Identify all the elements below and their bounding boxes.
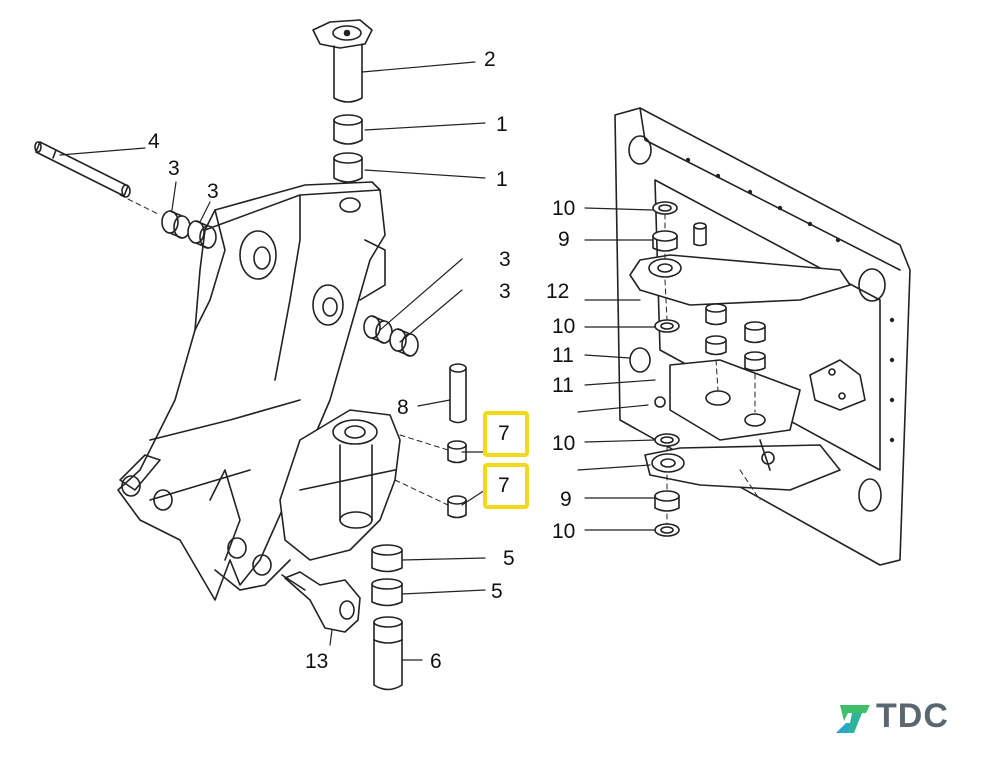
part-7-bushing-upper (447, 440, 467, 464)
bushing-right-b (705, 335, 727, 356)
callout-9-b: 9 (560, 488, 572, 511)
center-plate (654, 359, 801, 441)
part-3-bushing-a (161, 210, 191, 239)
callout-8: 8 (397, 396, 409, 419)
part-3-bushing-d (389, 328, 419, 357)
part-3-bushing-b (187, 220, 217, 249)
callout-1-upper: 1 (496, 113, 508, 136)
callout-12: 12 (546, 280, 570, 303)
part-1-bushing-lower (333, 152, 363, 183)
bushing-right-c (744, 321, 766, 344)
part-13-bracket (281, 571, 361, 633)
callout-10-c: 10 (552, 432, 576, 455)
callout-3-c: 3 (499, 248, 511, 271)
part-10-washer-d (654, 523, 680, 537)
part-4-pin (34, 141, 131, 198)
callout-10-b: 10 (552, 315, 576, 338)
callout-5-lower: 5 (491, 580, 503, 603)
callout-6: 6 (430, 650, 442, 673)
side-tab (809, 359, 866, 411)
callout-10-a: 10 (552, 197, 576, 220)
callout-7-upper: 7 (498, 422, 510, 445)
part-5-bushing-lower (371, 578, 403, 607)
callout-9-a: 9 (558, 228, 570, 251)
callout-7-lower: 7 (498, 474, 510, 497)
bushing-right-d (744, 351, 766, 372)
part-9-bushing-b (654, 490, 680, 512)
callout-4: 4 (148, 130, 160, 153)
highlight-box-7-lower (483, 463, 529, 509)
callout-3-a: 3 (168, 157, 180, 180)
pivot-knuckle (279, 409, 401, 561)
callout-3-d: 3 (499, 280, 511, 303)
assembly-guides-right (664, 213, 761, 525)
callout-3-b: 3 (207, 180, 219, 203)
part-10-washer-a (652, 201, 678, 215)
lower-swing-arm (644, 439, 841, 491)
part-6-pin (373, 616, 403, 691)
small-pin-right (693, 222, 707, 247)
upper-swing-arm (629, 254, 851, 306)
callout-1-lower: 1 (496, 168, 508, 191)
part-5-bushing-upper (371, 544, 403, 573)
part-3-bushing-c (363, 315, 393, 344)
assembly-guides-left (119, 194, 449, 506)
tdc-logo-text: TDC (876, 697, 949, 735)
bushing-right-a (705, 303, 727, 326)
callout-10-d: 10 (552, 520, 576, 543)
swing-bracket (117, 181, 386, 601)
tdc-logo: TDC (832, 697, 982, 741)
leader-lines (59, 61, 656, 661)
part-7-bushing-lower (447, 495, 467, 519)
part-8-pin (449, 363, 467, 424)
callout-5-upper: 5 (503, 547, 515, 570)
tdc-logo-icon (836, 705, 870, 733)
part-1-bushing-upper (333, 114, 363, 145)
part-10-washer-b (654, 319, 680, 333)
part-9-bushing-a (652, 230, 678, 252)
highlight-box-7-upper (483, 411, 529, 457)
callout-11-a: 11 (552, 344, 574, 367)
callout-2: 2 (484, 48, 496, 71)
callout-13: 13 (305, 650, 329, 673)
callout-11-b: 11 (552, 374, 574, 397)
part-2-king-pin (312, 19, 373, 103)
part-10-washer-c (654, 433, 680, 447)
